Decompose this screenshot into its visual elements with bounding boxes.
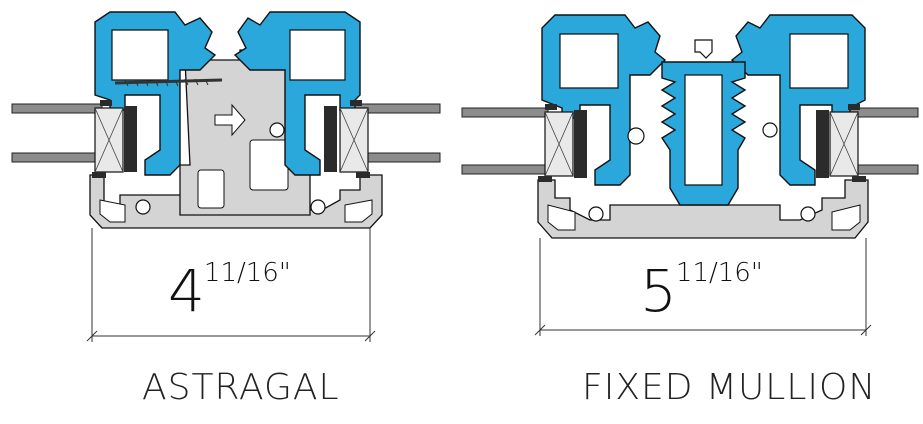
roller-right-2	[800, 206, 816, 222]
gasket-right-bottom-2	[852, 176, 866, 182]
dimension-fraction: 11/16"	[675, 258, 763, 288]
gasket-right-2	[816, 110, 829, 178]
dim-tick-left	[86, 330, 98, 342]
dimension-whole: 4	[168, 257, 205, 325]
roller-left	[135, 199, 151, 215]
astragal-core-cavity	[249, 139, 289, 191]
lower-frame-inner	[99, 199, 373, 223]
astragal-core-slot	[214, 103, 246, 137]
spacer-left-x	[94, 107, 124, 173]
spacer-left-2-x	[544, 111, 574, 177]
dimension-label-astragal: 411/16"	[168, 260, 291, 320]
screw	[114, 78, 223, 85]
gasket-right	[324, 106, 337, 172]
dim-tick-left-2	[534, 324, 546, 336]
sash-left-hollow	[111, 29, 169, 81]
drain-center	[269, 122, 285, 138]
mullion-hollow	[684, 74, 723, 186]
glass-pane-left-bottom-2	[461, 164, 549, 175]
sash-right-hollow	[289, 29, 346, 81]
glass-pane-left-top	[11, 103, 103, 114]
glass-pane-left-top-2	[461, 107, 549, 118]
gasket-right-top-2	[848, 104, 860, 110]
gasket-right-bottom	[356, 172, 370, 178]
gasket-left	[124, 106, 137, 172]
gasket-left-bottom-2	[538, 176, 552, 182]
dimension-whole: 5	[640, 257, 677, 325]
gasket-right-top	[350, 100, 362, 106]
dimension-fraction: 11/16"	[203, 258, 291, 288]
astragal-core-cavity-2	[197, 169, 225, 209]
lower-frame-2	[537, 179, 869, 239]
fixed-mullion-section	[461, 14, 919, 336]
roller-right	[310, 199, 326, 215]
dim-tick-right-2	[860, 324, 872, 336]
screw-threads	[124, 78, 209, 87]
lower-frame-inner-2	[547, 204, 861, 231]
caption-fixed-mullion: FIXED MULLION	[582, 367, 877, 408]
gasket-left-top	[100, 100, 112, 106]
dim-tick-right	[364, 330, 376, 342]
drain-left-2	[627, 127, 645, 145]
sash-right-2-hollow	[789, 33, 849, 89]
sash-left-2-hollow	[559, 33, 619, 89]
astragal-section	[11, 11, 441, 342]
drain-right-2	[762, 122, 778, 138]
roller-left-2	[588, 206, 604, 222]
gasket-left-bottom	[92, 172, 106, 178]
gasket-left-2	[574, 110, 587, 178]
glass-pane-left-bottom	[11, 152, 103, 163]
spacer-right-2-x	[829, 111, 859, 177]
dimension-label-mullion: 511/16"	[640, 260, 763, 320]
spacer-right-x	[339, 107, 369, 173]
caption-astragal: ASTRAGAL	[142, 367, 340, 408]
gasket-left-top-2	[545, 104, 557, 110]
mullion-clip	[694, 39, 713, 59]
